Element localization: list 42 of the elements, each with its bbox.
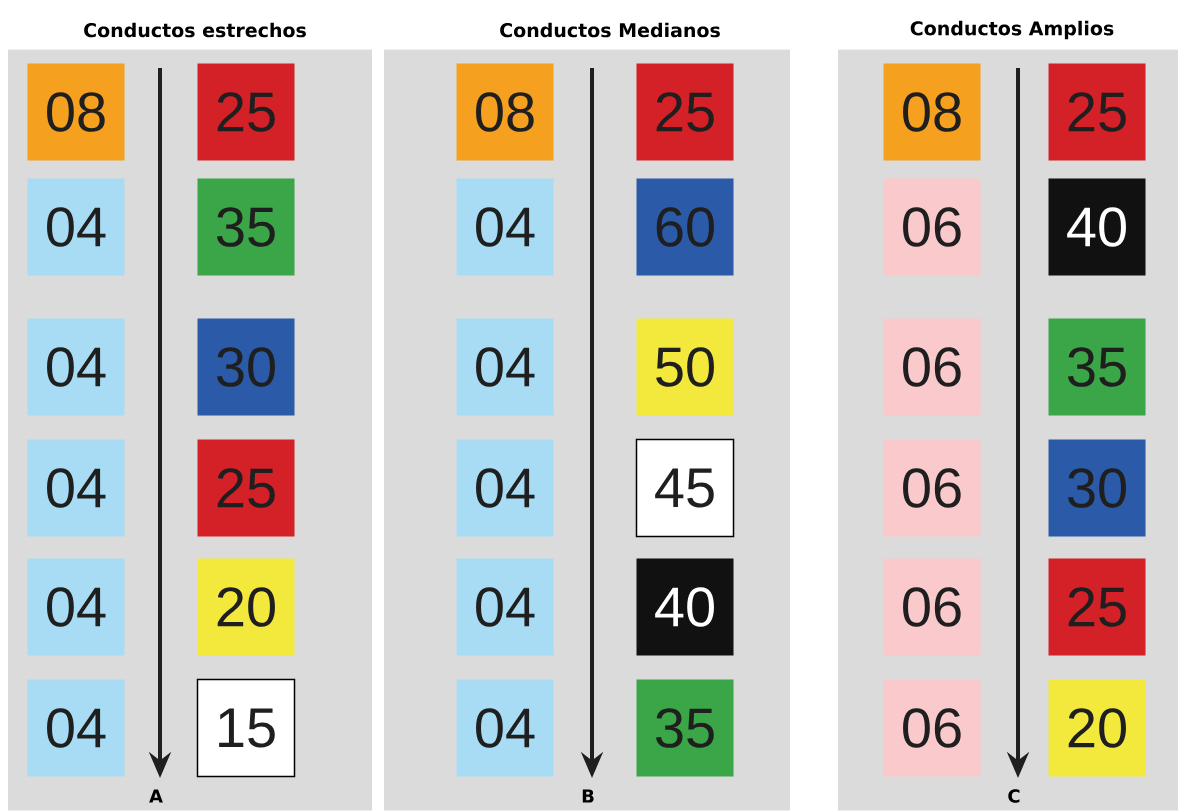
size-square: 45 — [635, 438, 735, 538]
size-square: 06 — [883, 558, 981, 656]
size-square: 06 — [883, 679, 981, 777]
size-square: 15 — [196, 678, 296, 778]
size-square: 04 — [27, 178, 125, 276]
direction-letter: C — [1008, 789, 1020, 803]
size-square: 30 — [1048, 439, 1146, 537]
size-square: 30 — [197, 318, 295, 416]
node-label: Conductos estrechos — [84, 22, 306, 38]
size-square: 50 — [636, 318, 734, 416]
size-square: 04 — [27, 679, 125, 777]
size-square: 06 — [883, 439, 981, 537]
size-square: 04 — [27, 558, 125, 656]
size-square: 08 — [27, 63, 125, 161]
size-square: 08 — [456, 63, 554, 161]
size-square: 25 — [197, 63, 295, 161]
size-square: 04 — [456, 178, 554, 276]
size-square: 25 — [636, 63, 734, 161]
size-square: 20 — [1048, 679, 1146, 777]
size-square: 04 — [27, 318, 125, 416]
size-square: 35 — [197, 178, 295, 276]
size-square: 25 — [197, 439, 295, 537]
size-square: 40 — [1048, 178, 1146, 276]
size-square: 04 — [456, 439, 554, 537]
size-square: 04 — [456, 679, 554, 777]
size-square: 20 — [197, 558, 295, 656]
size-square: 06 — [883, 318, 981, 416]
size-square: 25 — [1048, 63, 1146, 161]
size-square: 04 — [456, 318, 554, 416]
size-square: 60 — [636, 178, 734, 276]
direction-letter: B — [582, 789, 594, 803]
direction-letter: A — [149, 789, 163, 803]
size-square: 04 — [27, 439, 125, 537]
node-label: Conductos Medianos — [500, 22, 720, 38]
size-square: 35 — [636, 679, 734, 777]
size-square: 08 — [883, 63, 981, 161]
size-square: 25 — [1048, 558, 1146, 656]
size-square: 04 — [456, 558, 554, 656]
size-square: 40 — [636, 558, 734, 656]
size-square: 35 — [1048, 318, 1146, 416]
size-square: 06 — [883, 178, 981, 276]
node-label: Conductos Amplios — [910, 20, 1114, 40]
